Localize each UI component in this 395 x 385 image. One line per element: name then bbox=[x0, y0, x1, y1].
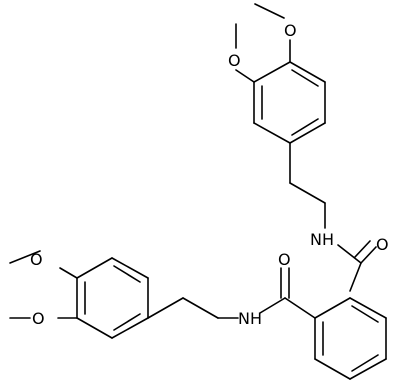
oxygen-amide-lower: O bbox=[278, 250, 291, 269]
oxygen-methoxy-left-2: O bbox=[32, 309, 45, 328]
methoxy-top bbox=[235, 3, 291, 83]
chain-lower bbox=[147, 277, 239, 319]
chain-upper bbox=[289, 142, 326, 229]
methoxy-left bbox=[9, 250, 78, 319]
oxygen-amide-upper: O bbox=[376, 235, 389, 254]
amide-lower bbox=[259, 267, 316, 319]
ring-left bbox=[76, 257, 149, 339]
nh-lower-label: NH bbox=[238, 309, 262, 328]
oxygen-methoxy-left-1: O bbox=[30, 250, 43, 269]
nh-upper-label: NH bbox=[310, 230, 334, 249]
amide-upper bbox=[337, 240, 377, 292]
ring-center bbox=[314, 297, 387, 380]
oxygen-methoxy-top-2: O bbox=[228, 51, 241, 70]
ring-top bbox=[253, 61, 326, 144]
oxygen-methoxy-top-1: O bbox=[284, 21, 297, 40]
